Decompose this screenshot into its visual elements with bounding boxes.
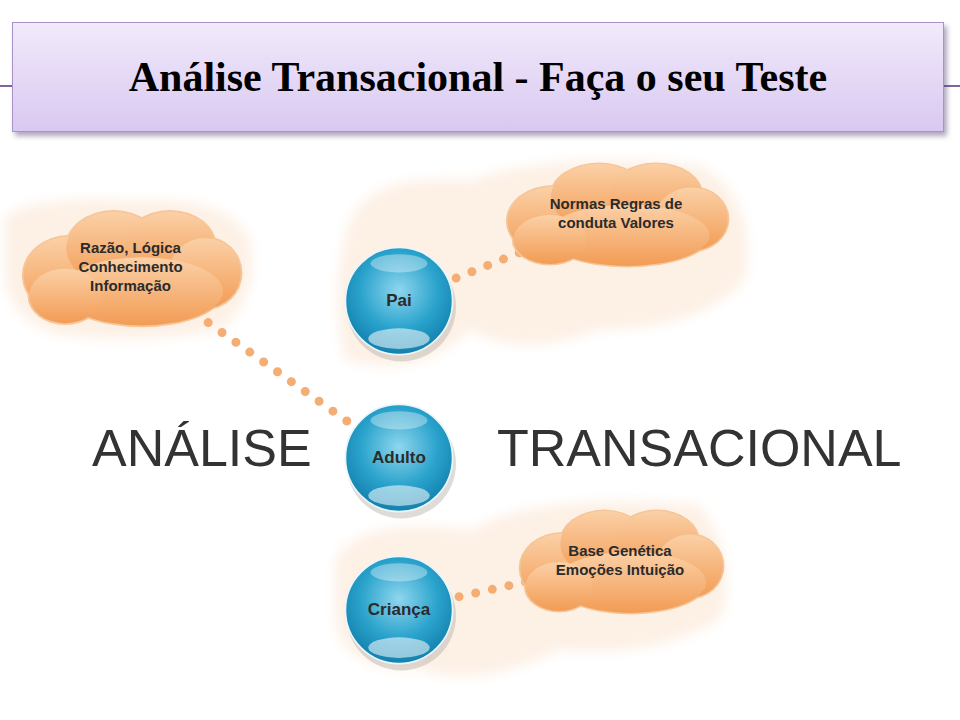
ego-state-circle: Adulto xyxy=(342,401,456,515)
thought-bubble-trail xyxy=(459,581,531,597)
rule-line xyxy=(942,85,960,87)
thought-cloud: Razão, Lógica Conhecimento Informação xyxy=(18,205,243,330)
cloud-text: Razão, Lógica Conhecimento Informação xyxy=(53,239,208,295)
circle-label: Criança xyxy=(368,600,430,620)
backdrop-blob xyxy=(335,501,727,677)
title-bar: Análise Transacional - Faça o seu Teste xyxy=(12,22,944,132)
thought-bubble-trail xyxy=(194,313,348,423)
title-text: Análise Transacional - Faça o seu Teste xyxy=(129,53,827,101)
backdrop-blob xyxy=(5,199,252,339)
backdrop-blob xyxy=(338,160,749,366)
circle-label: Pai xyxy=(386,291,412,311)
circle-label: Adulto xyxy=(372,448,426,468)
cloud-text: Normas Regras de conduta Valores xyxy=(537,195,695,233)
cloud-text: Base Genética Emoções Intuição xyxy=(550,542,690,580)
rule-line xyxy=(0,85,12,87)
ego-state-circle: Criança xyxy=(342,553,456,667)
heading-word: ANÁLISE xyxy=(92,418,312,478)
heading-word: TRANSACIONAL xyxy=(497,418,902,478)
ego-state-circle: Pai xyxy=(342,244,456,358)
thought-cloud: Normas Regras de conduta Valores xyxy=(502,158,730,270)
thought-cloud: Base Genética Emoções Intuição xyxy=(515,505,725,617)
